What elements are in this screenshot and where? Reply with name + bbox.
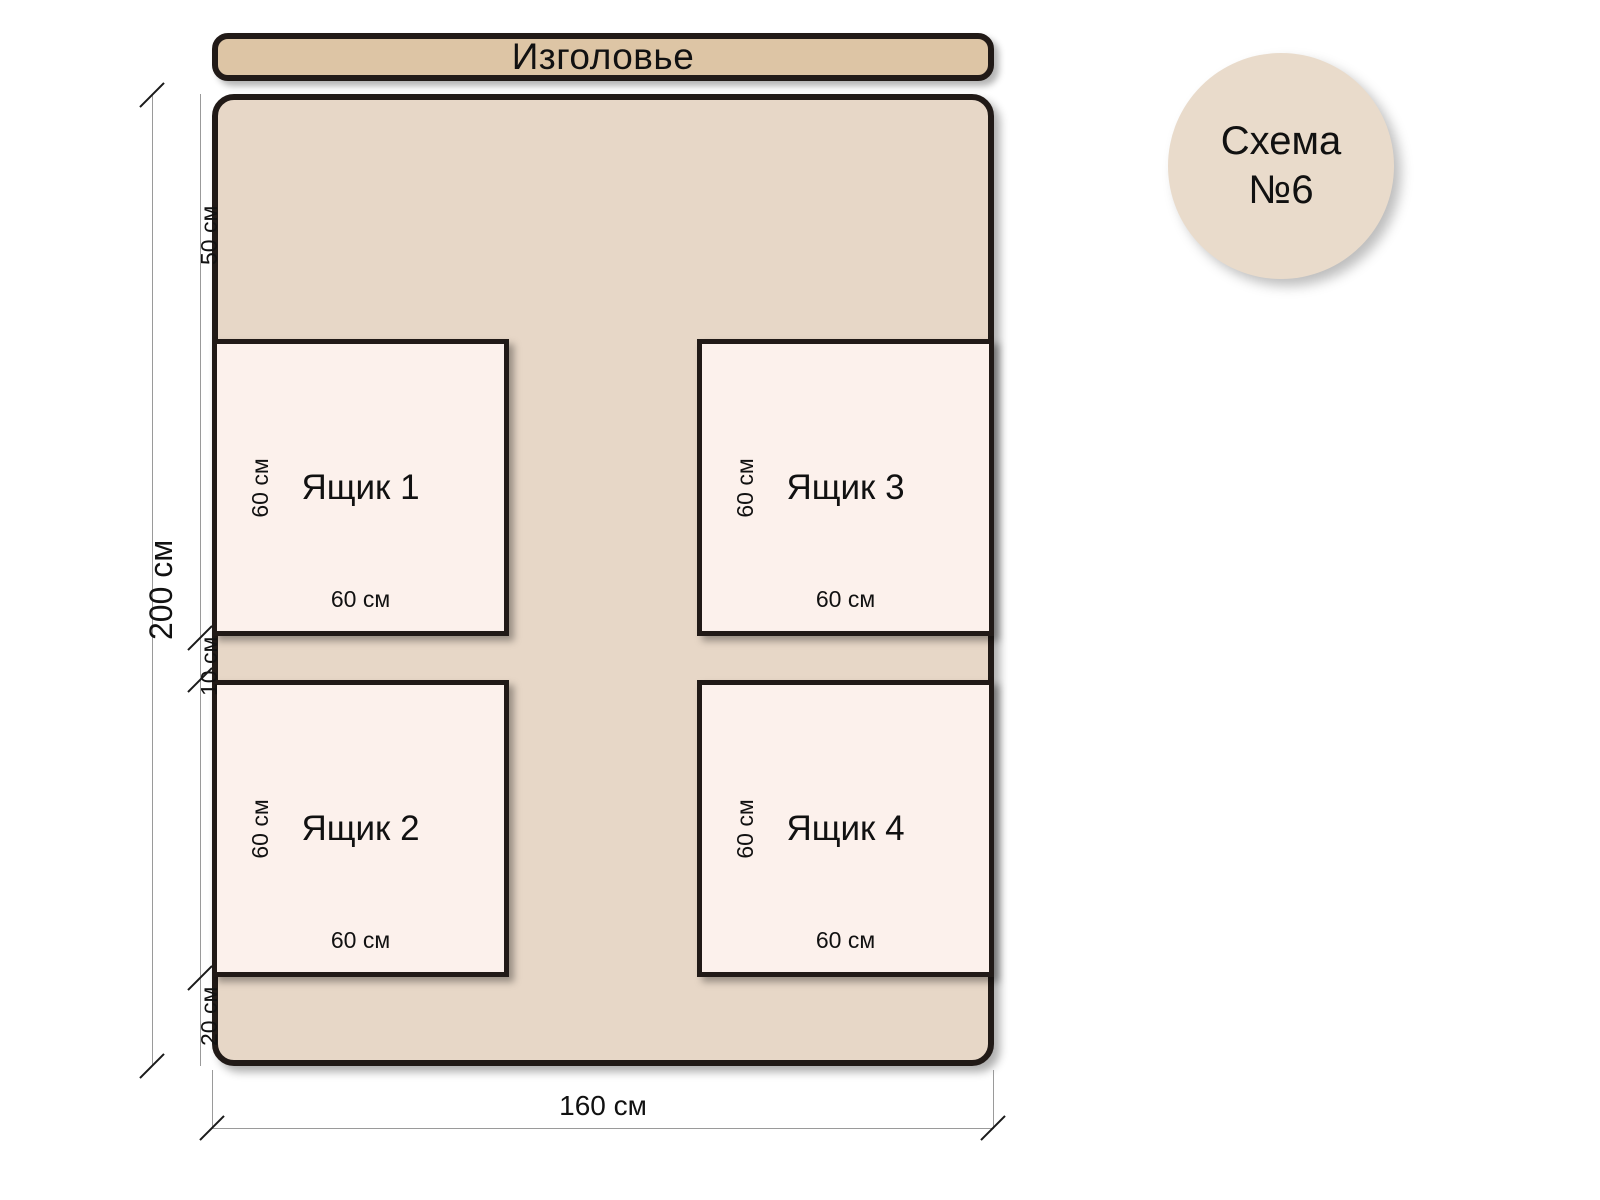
bottom-margin-label: 20 см: [196, 986, 222, 1046]
drawer-1-title: Ящик 1: [301, 467, 420, 507]
drawer-2-width-label: 60 см: [330, 927, 391, 953]
drawer-3[interactable]: 60 см Ящик 3 60 см: [697, 339, 994, 636]
drawer-4[interactable]: 60 см Ящик 4 60 см: [697, 680, 994, 977]
overall-width-dim-line: [212, 1128, 994, 1129]
drawer-1-width-label: 60 см: [330, 586, 391, 612]
overall-height-label: 200 см: [143, 539, 179, 640]
drawer-1[interactable]: 60 см Ящик 1 60 см: [212, 339, 509, 636]
overall-width-ext-left: [212, 1070, 213, 1128]
drawer-3-width-label: 60 см: [815, 586, 876, 612]
segment-dim-line: [200, 94, 201, 1066]
top-margin-label: 50 см: [196, 205, 222, 265]
scheme-badge-line-1: Схема: [1220, 119, 1342, 164]
drawer-4-title: Ящик 4: [786, 808, 905, 848]
drawer-2-title: Ящик 2: [301, 808, 420, 848]
scheme-badge: Схема №6: [1168, 53, 1394, 279]
overall-width-label: 160 см: [559, 1090, 647, 1121]
overall-height-dim-line: [152, 94, 153, 1066]
middle-gap-label: 10 см: [196, 636, 222, 696]
overall-width-ext-right: [993, 1070, 994, 1128]
drawer-2[interactable]: 60 см Ящик 2 60 см: [212, 680, 509, 977]
headboard: Изголовье: [212, 33, 994, 81]
drawer-4-width-label: 60 см: [815, 927, 876, 953]
scheme-badge-line-2: №6: [1248, 168, 1314, 212]
drawer-3-title: Ящик 3: [786, 467, 905, 507]
headboard-label: Изголовье: [511, 36, 695, 77]
